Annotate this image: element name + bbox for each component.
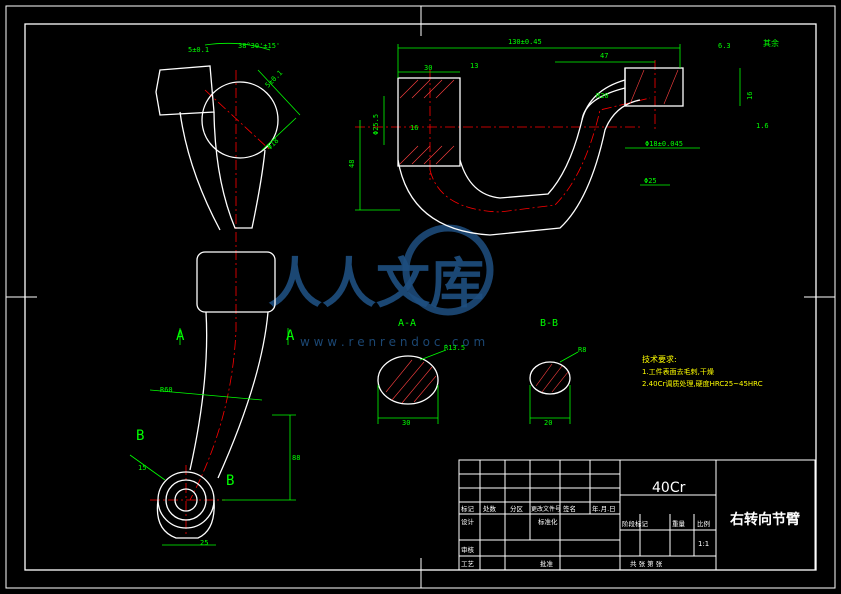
dim-rough: 其余 <box>763 38 779 48</box>
dim-6-3: 6.3 <box>718 42 731 50</box>
dim-16: 16 <box>410 124 418 132</box>
section-b-label: B-B <box>540 318 558 329</box>
tb-h-doc: 更改文件号 <box>531 505 561 513</box>
dim-b-r: R8 <box>578 346 586 354</box>
dim-bottom: 25 <box>200 539 208 547</box>
top-view-centerline <box>355 60 656 213</box>
left-view-dims <box>129 42 301 546</box>
section-a <box>377 349 447 424</box>
dim-angle: 38°30'±15' <box>238 42 280 50</box>
notes-line2: 2.40Cr调质处理,硬度HRC25~45HRC <box>642 379 763 388</box>
tb-h-mark: 标记 <box>461 504 475 513</box>
dim-b-width: 20 <box>544 419 552 427</box>
dim-phi25: Φ25 <box>644 177 657 185</box>
dim-16v: 16 <box>746 92 754 100</box>
watermark: 人人文库 w w w . r e n r e n d o c . c o m <box>268 224 494 349</box>
tb-material: 40Cr <box>652 480 686 496</box>
label-A2: A <box>286 328 295 344</box>
tb-r-process: 工艺 <box>461 560 475 568</box>
notes-line1: 1.工件表面去毛刺,干燥 <box>642 367 714 376</box>
tb-h-zone: 分区 <box>510 504 524 513</box>
dim-r60: R60 <box>160 386 173 394</box>
dim-r20: R20 <box>596 92 609 100</box>
dim-h2: 88 <box>292 454 300 462</box>
section-a-label: A-A <box>398 318 416 329</box>
label-B2: B <box>226 473 234 489</box>
dim-len2: 47 <box>600 52 608 60</box>
dim-phi: Φ25.5 <box>372 114 380 135</box>
tb-sheet: 共 张 第 张 <box>630 559 663 568</box>
section-b <box>529 351 579 424</box>
tb-r-stage: 阶段标记 <box>622 519 649 528</box>
notes-title: 技术要求: <box>642 354 677 364</box>
dim-1-6: 1.6 <box>756 122 769 130</box>
top-view-outline <box>397 67 684 236</box>
tb-h-date: 年.月.日 <box>592 504 616 513</box>
tb-part-name: 右转向节臂 <box>729 511 800 528</box>
tb-r-approve: 批准 <box>540 559 554 568</box>
label-A1: A <box>176 328 185 344</box>
dim-13: 13 <box>470 62 478 70</box>
label-B1: B <box>136 428 144 444</box>
dim-a-width: 30 <box>402 419 410 427</box>
watermark-text: 人人文库 <box>268 252 484 315</box>
center-marks <box>6 6 835 588</box>
dim-h: 48 <box>348 160 356 168</box>
dim-len1: 130±0.45 <box>508 38 542 46</box>
title-block <box>458 459 816 571</box>
tb-r-scale: 比例 <box>697 519 710 528</box>
dim-taper: Φ18 <box>266 137 281 152</box>
watermark-url: w w w . r e n r e n d o c . c o m <box>300 335 485 349</box>
dim-r13-5: R13.5 <box>444 344 465 352</box>
dim-bore: Φ18±0.045 <box>645 140 683 148</box>
tb-r-check: 审核 <box>461 545 475 554</box>
tb-h-count: 处数 <box>483 504 497 513</box>
tb-r-weight: 重量 <box>672 520 686 528</box>
dim-side: 15 <box>138 464 146 472</box>
top-view-dims <box>355 44 741 211</box>
dim-30: 30 <box>424 64 432 72</box>
tb-r-design: 设计 <box>461 517 475 526</box>
tb-h-sign: 签名 <box>563 504 576 513</box>
tb-r-std: 标准化 <box>538 517 558 526</box>
top-view-hatch <box>399 69 679 165</box>
dim-c3: 5±0.1 <box>188 46 209 54</box>
left-view-centerline <box>150 70 271 535</box>
left-view-outline <box>155 65 279 539</box>
tb-scale: 1:1 <box>698 540 709 548</box>
